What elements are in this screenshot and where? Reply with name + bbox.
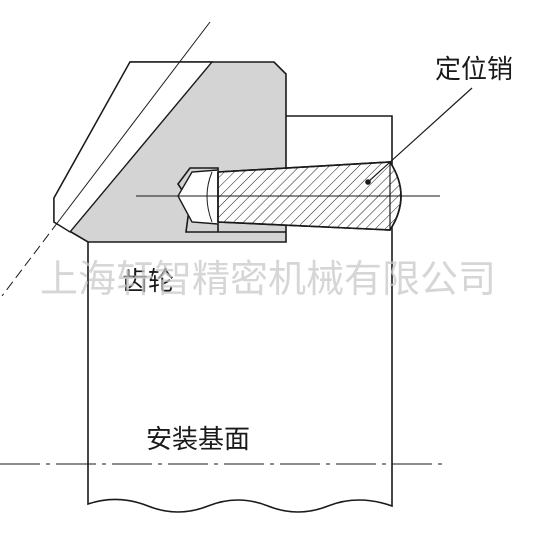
cone-axis-line xyxy=(57,21,211,223)
gear-label: 齿轮 xyxy=(122,267,174,297)
pin-label: 定位销 xyxy=(435,55,513,85)
mount-label: 安装基面 xyxy=(146,425,250,455)
pin-leader-line xyxy=(367,87,473,183)
cone-axis-dashed xyxy=(1,221,59,297)
company-watermark: 上海轩智精密机械有限公司 xyxy=(40,257,496,301)
gear-chamfer-band xyxy=(53,61,214,233)
